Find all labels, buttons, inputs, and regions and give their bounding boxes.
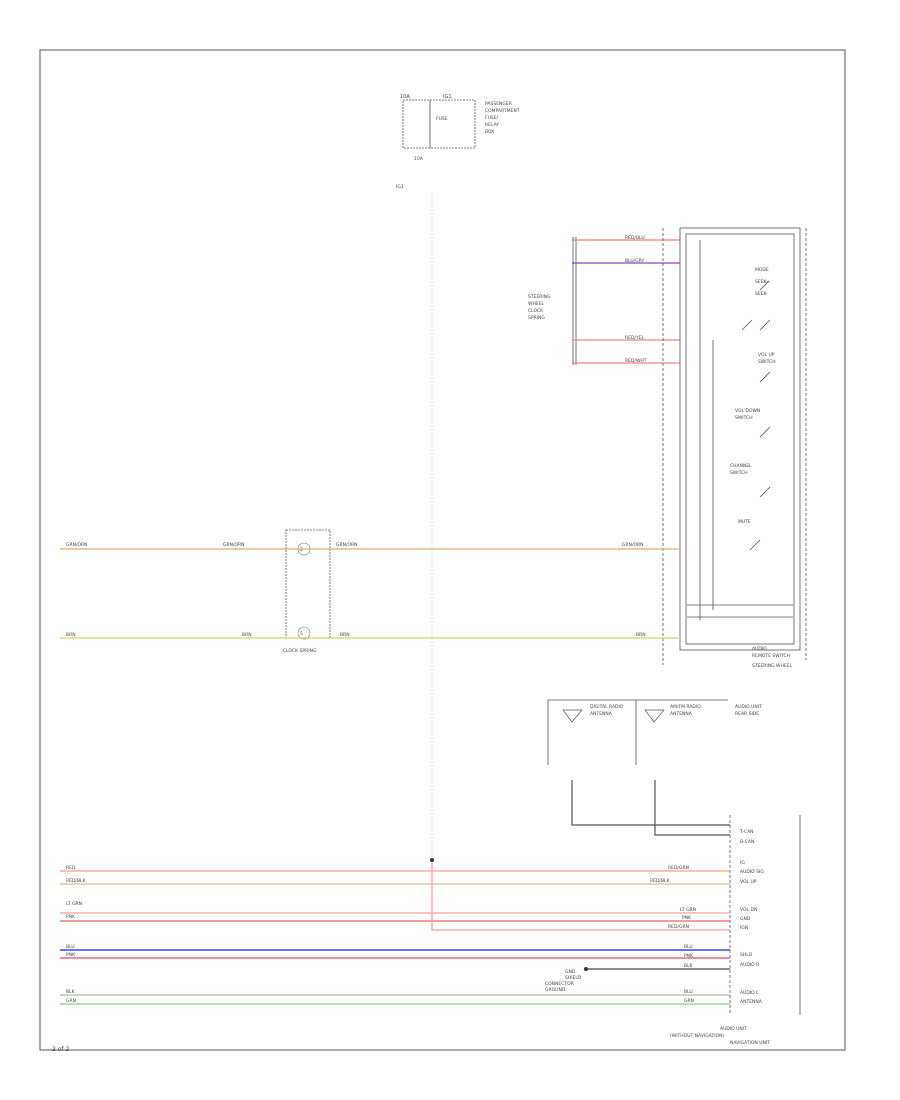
ground-note-2: SHIELD xyxy=(565,975,582,981)
right-label-10: AUDIO R xyxy=(740,962,759,968)
antenna-box-label-2: REAR SIDE xyxy=(735,711,759,717)
clock-spring-wire-out-top: GRN/ORN xyxy=(336,542,358,548)
bus-right-2: RED/BLK xyxy=(650,878,671,884)
bus-left-1: RED xyxy=(66,865,76,871)
clock-spring-label: CLOCK SPRING xyxy=(283,648,317,654)
bus-right-4: PNK xyxy=(682,915,692,921)
antenna-1-label-2: ANTENNA xyxy=(590,711,613,717)
right-label-12: ANTENNA xyxy=(740,999,763,1005)
right-label-3: IG xyxy=(740,860,745,866)
bus-left-2: RED/BLK xyxy=(66,878,87,884)
clock-spring-wire-in-bottom: BRN xyxy=(242,632,252,638)
right-label-1: T-CAN xyxy=(739,829,754,835)
wheel-label-4: SPRING xyxy=(528,315,545,321)
fuse-block: 10A IG1 FUSE PASSENGER COMPARTMENT FUSE/… xyxy=(400,94,520,149)
antenna-2-label-1: AM/FM RADIO xyxy=(670,704,701,710)
right-label-7: GND xyxy=(740,916,751,922)
bus-right-1: RED/GRN xyxy=(668,865,689,871)
bus-right-3: LT GRN xyxy=(680,907,696,913)
fuse-desc-5: BOX xyxy=(485,129,494,135)
vol-up-label-2: SWITCH xyxy=(758,359,776,365)
bus-right-8: BLK xyxy=(684,963,694,969)
audio-unit xyxy=(729,815,801,1015)
switch-unit-sub: STEERING WHEEL xyxy=(752,663,793,669)
right-label-2: B-CAN xyxy=(740,839,754,845)
bus-left-7: BLK xyxy=(66,989,76,995)
right-label-5: VOL UP xyxy=(740,879,757,885)
vol-down-label-1: VOL DOWN xyxy=(735,408,760,414)
fuse-circuit-name: IG1 xyxy=(396,184,404,190)
antenna-box: DIGITAL RADIO ANTENNA AM/FM RADIO ANTENN… xyxy=(547,699,762,836)
wheel-label-1: STEERING xyxy=(528,294,551,300)
bottom-unit-3: NAVIGATION UNIT xyxy=(730,1040,770,1046)
bus-left-3: LT GRN xyxy=(66,901,82,907)
clock-spring-wire-out-bottom: BRN xyxy=(340,632,350,638)
left-wire-1: GRN/ORN xyxy=(66,542,88,548)
ground-note-1: GND xyxy=(565,969,576,975)
bottom-unit-1: AUDIO UNIT xyxy=(720,1026,747,1032)
bus-left-6: PNK xyxy=(66,952,76,958)
right-label-4: AUDIO SIG xyxy=(740,869,764,875)
switch-row-mode: MODE xyxy=(755,267,769,273)
fuse-circuit-bottom: 10A xyxy=(414,156,424,162)
antenna-1-label-1: DIGITAL RADIO xyxy=(590,704,624,710)
antenna-2-label-2: ANTENNA xyxy=(670,711,693,717)
audio-remote-switch: MODE SEEK+ SEEK- VOL UP SWITCH VOL DOWN … xyxy=(662,227,807,669)
bus-right-10: GRN xyxy=(684,998,694,1004)
clock-spring-top-pin: 2 xyxy=(300,547,303,553)
right-label-11: AUDIO L xyxy=(740,990,759,996)
channel-label-2: SWITCH xyxy=(730,470,748,476)
wheel-connectors: RED/BLU BLU/GRY RED/YEL RED/WHT STEERING… xyxy=(528,235,680,365)
fuse-desc-4: RELAY xyxy=(485,122,499,128)
bus-right-5: RED/GRN xyxy=(668,924,689,930)
bus-left-4: PNK xyxy=(66,914,76,920)
antenna-box-label-1: AUDIO UNIT xyxy=(735,704,762,710)
vol-up-label-1: VOL UP xyxy=(758,352,775,358)
fuse-desc-1: PASSENGER xyxy=(485,101,512,107)
wheel-label-3: CLOCK xyxy=(528,308,544,314)
fuse-desc-2: COMPARTMENT xyxy=(485,108,520,114)
fuse-text: FUSE xyxy=(436,116,448,122)
right-label-9: SHLD xyxy=(740,952,753,958)
switch-unit-title-2: REMOTE SWITCH xyxy=(752,653,790,659)
bottom-unit-2: (WITHOUT NAVIGATION) xyxy=(670,1033,724,1039)
bus-left-8: GRN xyxy=(66,998,76,1004)
switch-unit-title-1: AUDIO xyxy=(752,646,767,652)
right-label-6: VOL DN xyxy=(740,907,757,913)
diagram-border xyxy=(39,49,846,1051)
clock-spring-wire-in-top: GRN/ORN xyxy=(223,542,245,548)
switch-row-seek-down: SEEK- xyxy=(755,291,768,297)
ground-splice xyxy=(584,967,588,971)
wheel-wire-1: RED/BLU xyxy=(625,235,645,241)
right-wire-1: GRN/ORN xyxy=(622,542,644,548)
mute-label: MUTE xyxy=(738,519,751,525)
fuse-desc-3: FUSE/ xyxy=(485,115,499,121)
ground-note-3: CONNECTOR xyxy=(545,981,574,987)
right-wire-2: BRN xyxy=(636,632,646,638)
bus-right-6: BLU xyxy=(684,944,693,950)
wheel-wire-4: RED/WHT xyxy=(625,358,647,364)
page-number: 2 of 2 xyxy=(52,1046,69,1053)
wheel-wire-2: BLU/GRY xyxy=(625,258,645,264)
wheel-label-2: WHEEL xyxy=(528,301,545,307)
left-wire-2: BRN xyxy=(66,632,76,638)
right-label-8: IGN xyxy=(740,925,748,931)
wheel-wire-3: RED/YEL xyxy=(625,335,645,341)
fuse-label: 10A xyxy=(400,94,410,100)
fuse-circuit-label: IG1 xyxy=(443,94,452,100)
splice-point xyxy=(430,858,434,862)
channel-label-1: CHANNEL xyxy=(730,463,752,469)
bus-wire-ig xyxy=(431,860,730,931)
bus-right-9: BLU xyxy=(684,989,693,995)
bus-left-5: BLU xyxy=(66,944,75,950)
bus-right-7: PNK xyxy=(684,953,694,959)
ground-note-4: GROUND xyxy=(545,987,566,993)
switch-row-seek-up: SEEK+ xyxy=(755,279,770,285)
vol-down-label-2: SWITCH xyxy=(735,415,753,421)
clock-spring-bottom-pin: 5 xyxy=(300,631,303,637)
